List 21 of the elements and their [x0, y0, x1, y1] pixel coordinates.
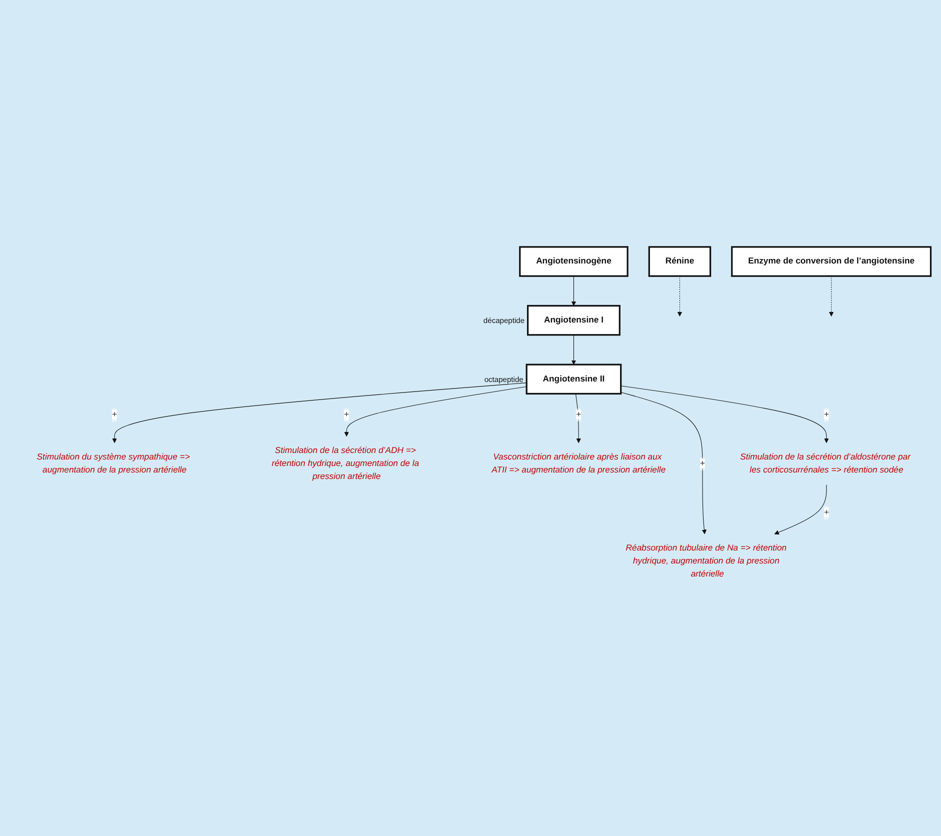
arrow — [774, 484, 827, 535]
node-text: Stimulation du système sympathique => augmentation de la pression artérielle — [36, 452, 190, 475]
arrow — [677, 276, 682, 316]
arrow — [571, 334, 576, 365]
node-text: Vasconstriction artériolaire après liaison aux ATII => augmentation de la pression artérielle — [492, 452, 666, 475]
edge-label: + — [576, 410, 582, 420]
node-text: Réabsorption tubulaire de Na => rétention hydrique, augmentation de la pression artérielle — [626, 544, 787, 579]
node-box: Enzyme de conversion de l’angiotensine — [731, 246, 932, 277]
node-text: Stimulation de la sécrétion d’aldostérone par les corticosurrénales => rétention sodée — [740, 452, 910, 475]
edge-label: + — [824, 410, 829, 420]
arrow — [828, 276, 834, 316]
edge-label: + — [824, 508, 829, 518]
edge-label: + — [112, 410, 118, 420]
node-box: Angiotensinogène — [519, 246, 628, 277]
edge-label: + — [344, 410, 350, 420]
node-box: Angiotensine I — [527, 304, 620, 336]
node-box: Angiotensine II — [526, 364, 622, 395]
node-box: Rénine — [648, 246, 712, 277]
arrow — [571, 276, 576, 306]
node-text: Stimulation de la sécrétion d’ADH => rétention hydrique, augmentation de la pression artérielle — [272, 446, 420, 482]
edge-label: + — [700, 459, 706, 468]
